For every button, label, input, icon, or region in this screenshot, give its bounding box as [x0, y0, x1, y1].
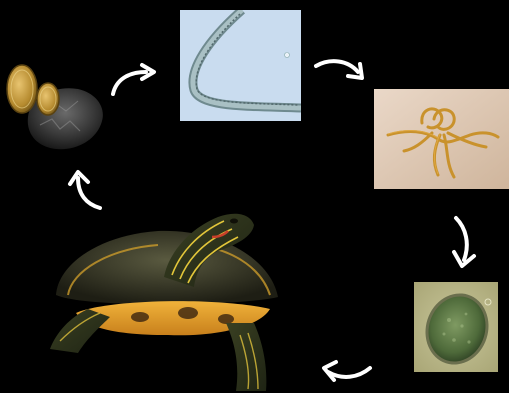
arrow-adults-to-egg: [446, 214, 480, 270]
stage-turtle-host: [48, 205, 284, 393]
arrow-egg-to-turtle: [318, 356, 374, 384]
stage-adult-worms: [374, 89, 509, 189]
stage-larva-micrograph: [180, 10, 301, 121]
arrow-eggs-to-larva: [108, 62, 160, 98]
arrow-turtle-to-eggs: [64, 166, 106, 214]
arrow-larva-to-adults: [312, 54, 368, 84]
stage-eggs-on-rock: [0, 55, 110, 155]
stage-egg-micrograph: [414, 282, 498, 372]
